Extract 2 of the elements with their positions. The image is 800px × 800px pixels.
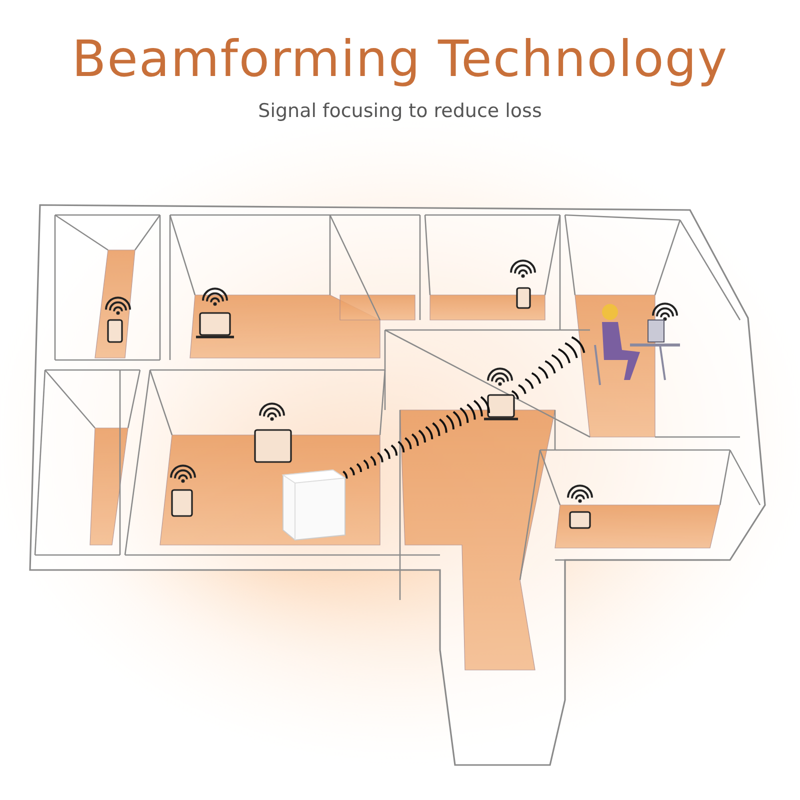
title: Beamforming Technology xyxy=(70,30,730,88)
subtitle: Signal focusing to reduce loss xyxy=(257,100,543,122)
